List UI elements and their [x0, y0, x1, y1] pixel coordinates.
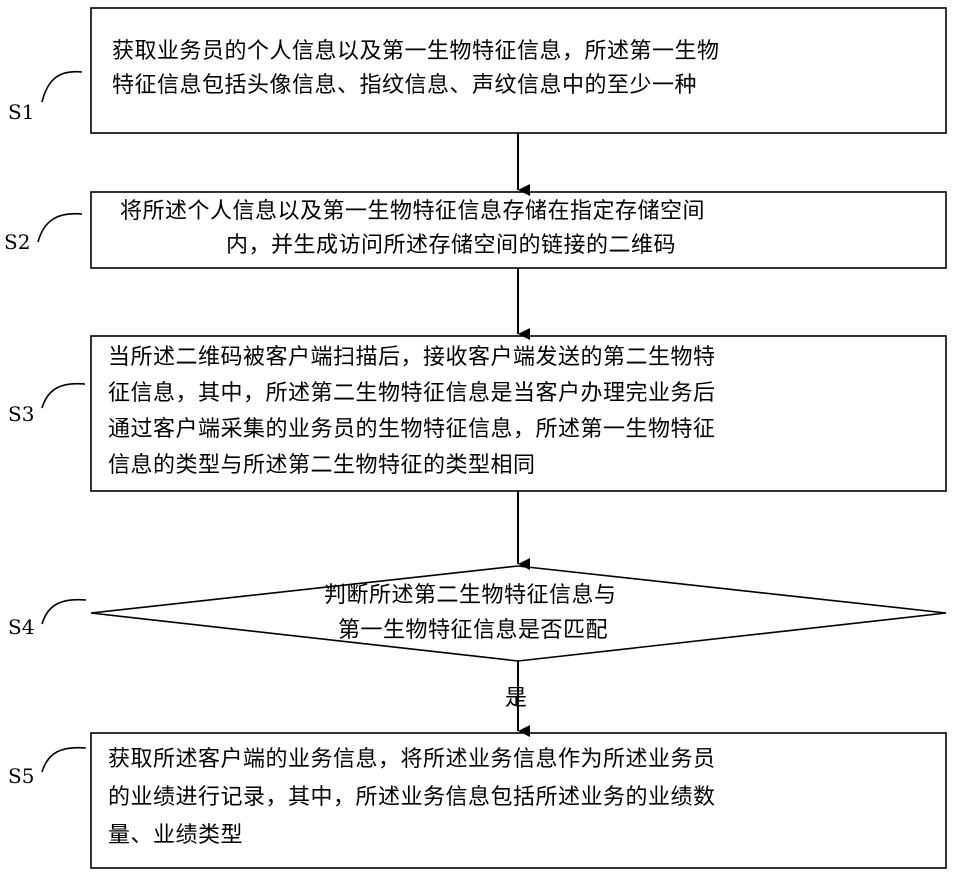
- step-label-s1: S1: [8, 100, 34, 124]
- step-label-s3: S3: [8, 402, 34, 426]
- s4-leader-curve: [42, 600, 86, 624]
- step-s3-text-line-1: 当所述二维码被客户端扫描后，接收客户端发送的第二生物特: [108, 342, 716, 374]
- s2-leader-curve: [38, 214, 82, 242]
- step-s5-text-line-2: 的业绩进行记录，其中，所述业务信息包括所述业务的业绩数: [108, 782, 716, 814]
- s1-leader-curve: [42, 72, 82, 102]
- step-s3-text-line-2: 征信息，其中，所述第二生物特征信息是当客户办理完业务后: [108, 378, 716, 410]
- step-label-s2: S2: [4, 230, 30, 254]
- s3-leader-curve: [42, 384, 85, 408]
- step-label-s5: S5: [8, 764, 34, 788]
- s5-leader-curve: [42, 748, 86, 772]
- step-s2-text-line-1: 将所述个人信息以及第一生物特征信息存储在指定存储空间: [120, 196, 705, 228]
- step-s3-text-line-4: 信息的类型与所述第二生物特征的类型相同: [108, 450, 536, 482]
- step-s4-text-line-1: 判断所述第二生物特征信息与: [324, 580, 617, 612]
- step-s2-text-line-2: 内，并生成访问所述存储空间的链接的二维码: [226, 230, 676, 262]
- step-s4-text-line-2: 第一生物特征信息是否匹配: [338, 615, 608, 647]
- step-s1-text-line-2: 特征信息包括头像信息、指纹信息、声纹信息中的至少一种: [112, 70, 697, 102]
- step-label-s4: S4: [8, 615, 34, 639]
- decision-yes-label: 是: [505, 680, 527, 712]
- step-s5-text-line-1: 获取所述客户端的业务信息，将所述业务信息作为所述业务员: [108, 744, 716, 776]
- step-s3-text-line-3: 通过客户端采集的业务员的生物特征信息，所述第一生物特征: [108, 414, 716, 446]
- step-s1-text-line-1: 获取业务员的个人信息以及第一生物特征信息，所述第一生物: [112, 36, 720, 68]
- step-s5-text-line-3: 量、业绩类型: [108, 820, 243, 852]
